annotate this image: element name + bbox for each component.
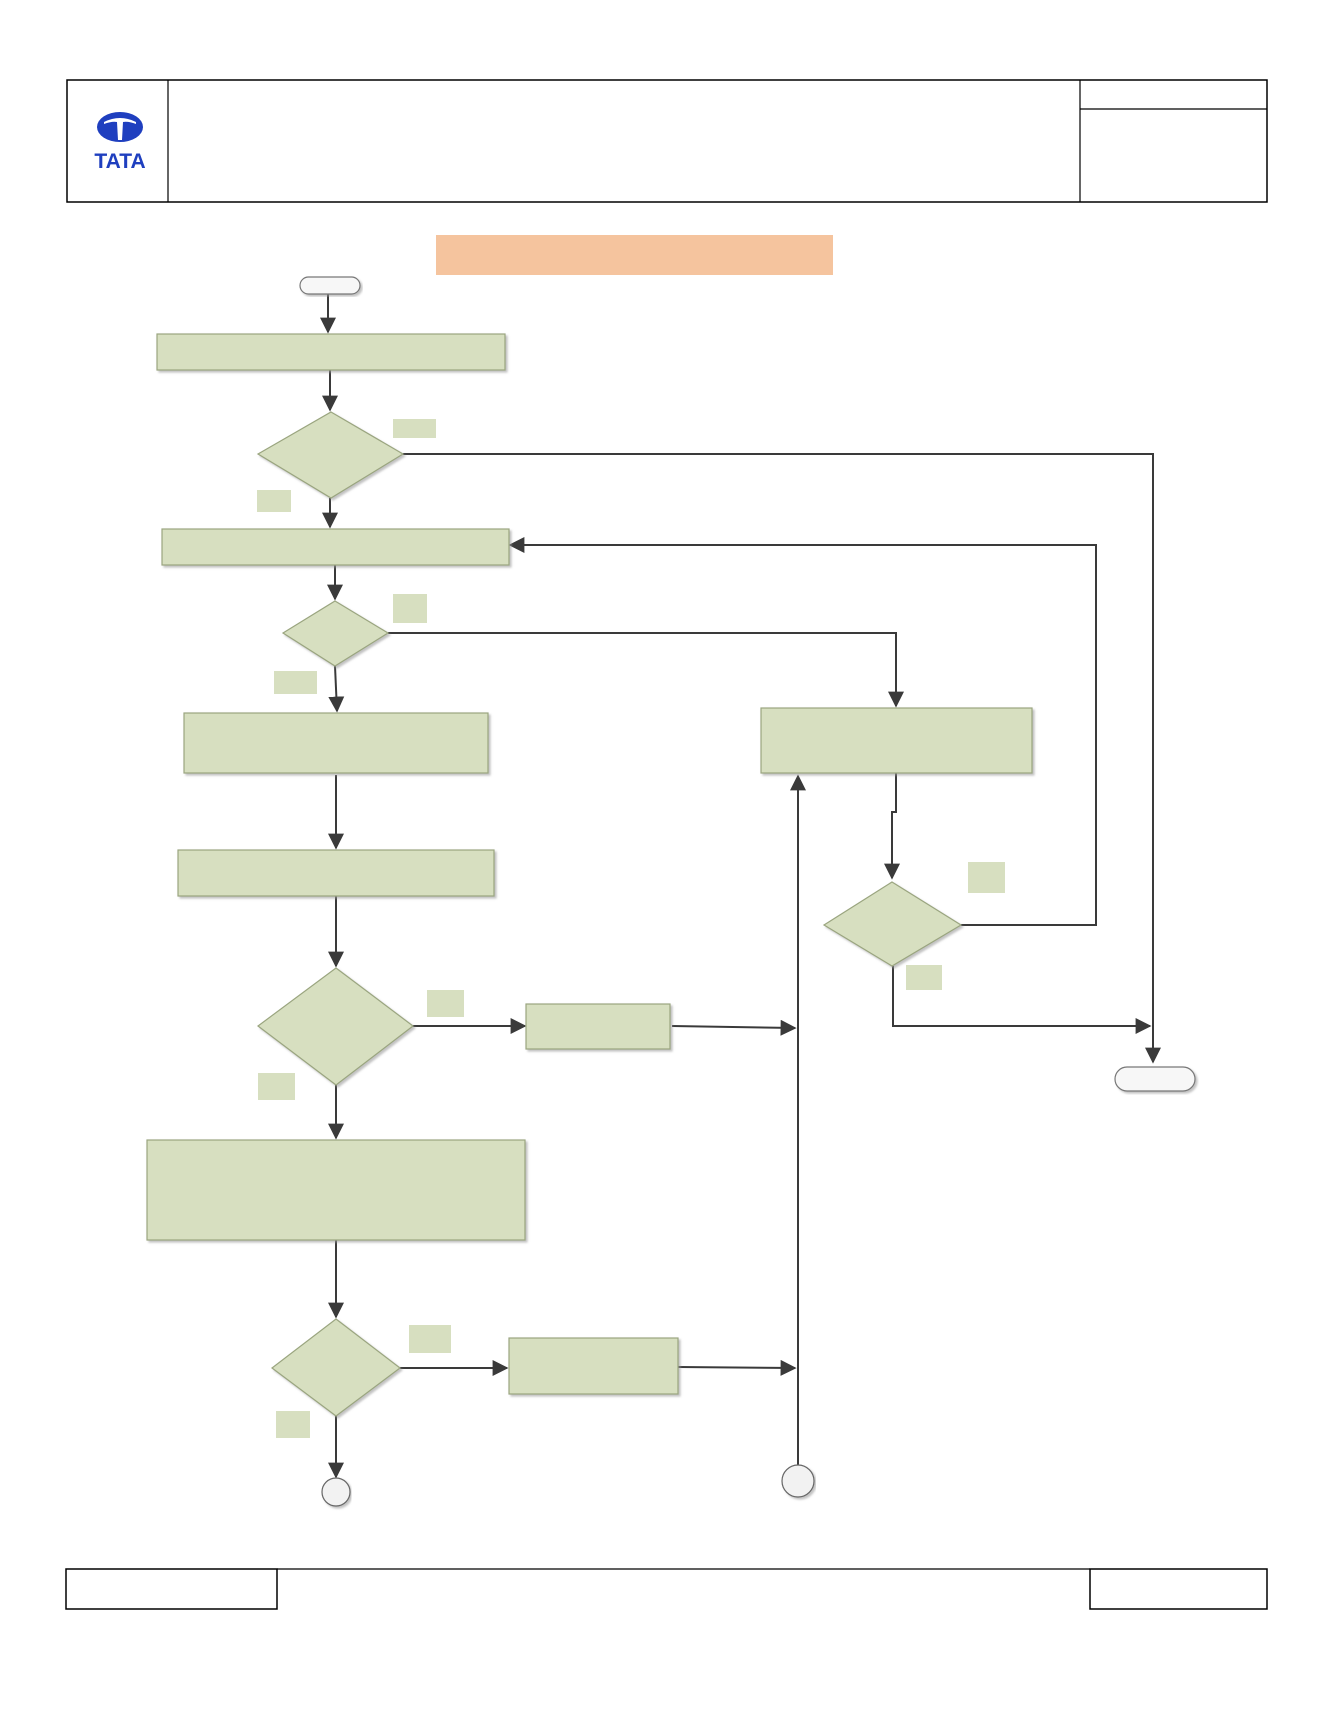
connector-action2-to-return <box>677 1359 797 1376</box>
document-footer <box>65 1568 1268 1610</box>
title-bar <box>436 235 833 275</box>
branch-label-decision4-right <box>409 1325 451 1353</box>
process-step-4 <box>177 849 495 897</box>
end-terminator <box>1114 1066 1196 1092</box>
connector-action1-to-return <box>671 1019 797 1036</box>
footer-box-right <box>1089 1568 1268 1610</box>
branch-label-decision2-right <box>393 594 427 623</box>
decision-2 <box>281 600 390 667</box>
start-terminator <box>299 276 361 295</box>
connectors <box>320 292 1161 1479</box>
offpage-connector-right <box>781 1464 815 1498</box>
branch-label-decision1-down <box>257 490 291 512</box>
process-step-3 <box>183 712 489 774</box>
branch-label-decision1-right <box>393 419 436 438</box>
process-action-1 <box>525 1003 671 1050</box>
connector-decision2-to-step-right <box>388 632 904 708</box>
connector-step-right-to-decision5 <box>884 773 900 880</box>
tata-logo: TATA <box>94 112 146 173</box>
header-frame <box>66 79 1268 203</box>
document-header: TATA <box>66 79 1268 203</box>
branch-label-decision5-right <box>968 862 1005 893</box>
connector-decision5-right <box>961 844 1097 926</box>
decision-1 <box>256 411 405 499</box>
decision-3 <box>256 967 414 1086</box>
connector-decision5-to-end <box>892 966 1152 1034</box>
process-step-2 <box>161 528 510 566</box>
branch-label-decision4-down <box>276 1411 310 1438</box>
branch-label-decision3-down <box>258 1073 295 1100</box>
branch-label-decision2-down <box>274 671 317 694</box>
process-action-2 <box>508 1337 679 1395</box>
decision-4 <box>271 1318 401 1417</box>
connector-decision5-loop-to-step2 <box>508 537 1097 844</box>
process-step-1 <box>156 333 506 371</box>
tata-logo-text: TATA <box>94 150 145 173</box>
branch-label-decision3-right <box>427 990 464 1017</box>
process-step-right <box>760 707 1033 774</box>
connector-decision1-to-end <box>403 453 1161 1064</box>
process-step-5 <box>146 1139 526 1241</box>
connector-decision2-to-step3 <box>328 665 345 713</box>
tata-logo-t-icon <box>104 118 136 140</box>
footer-box-left <box>65 1568 278 1610</box>
offpage-connector-left <box>321 1477 351 1507</box>
branch-label-decision5-down <box>906 965 942 990</box>
decision-5 <box>822 881 963 967</box>
